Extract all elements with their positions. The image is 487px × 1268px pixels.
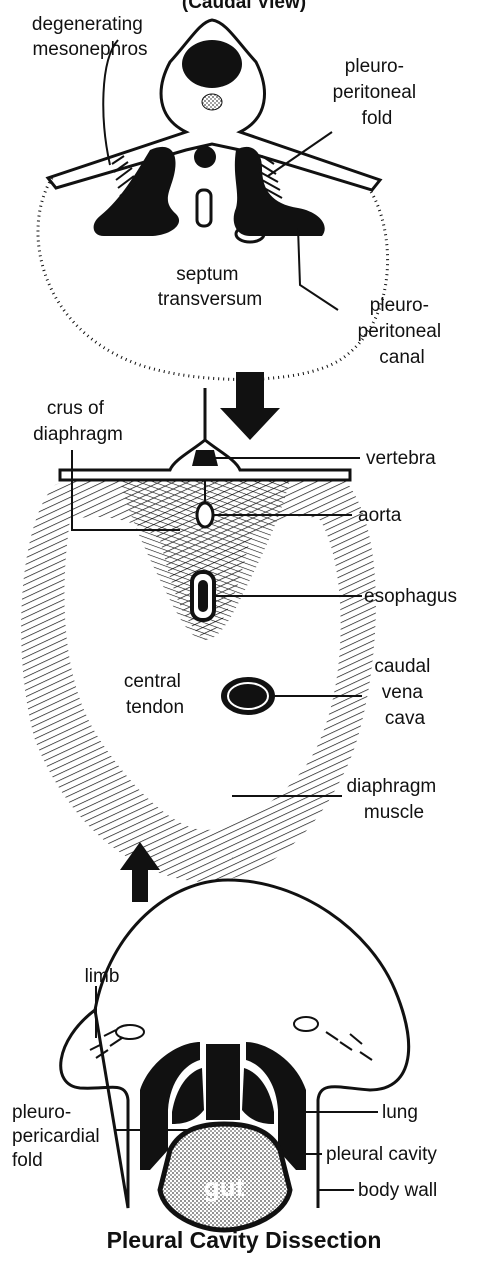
- top-aorta: [194, 146, 216, 168]
- label-caudal-vena-cava-line1: caudal: [374, 656, 430, 677]
- label-central-tendon-line1: central: [124, 671, 181, 692]
- label-crus-of-diaphragm-line2: diaphragm: [33, 424, 123, 445]
- label-lung: lung: [382, 1102, 418, 1123]
- middle-esophagus-lumen: [198, 580, 208, 612]
- label-caudal-vena-cava-line2: vena: [382, 682, 424, 703]
- bottom-right-limb-bud: [294, 1017, 372, 1060]
- label-esophagus: esophagus: [364, 586, 457, 607]
- label-degenerating-mesonephros-line1: degenerating: [32, 14, 143, 35]
- label-septum-transversum: septum transversum: [158, 264, 263, 310]
- label-pleuroperitoneal-fold-line2: peritoneal: [333, 82, 416, 103]
- label-pleural-cavity: pleural cavity: [326, 1144, 437, 1165]
- label-gut: gut: [204, 1172, 245, 1202]
- label-central-tendon-line2: tendon: [126, 697, 184, 718]
- header-partial: (Caudal View): [182, 0, 306, 13]
- middle-panel-section: crus of diaphragm vertebra aorta esophag…: [21, 388, 457, 882]
- top-spinal-cord: [202, 94, 222, 110]
- bottom-mediastinum: [206, 1044, 240, 1120]
- label-aorta: aorta: [358, 505, 402, 526]
- label-degenerating-mesonephros: degenerating mesonephros: [32, 14, 148, 60]
- label-body-wall: body wall: [358, 1180, 437, 1201]
- label-pleuroperitoneal-fold-line3: fold: [362, 108, 393, 129]
- label-pleuroperitoneal-fold: pleuro- peritoneal fold: [333, 56, 422, 129]
- arrow-down: [220, 372, 280, 440]
- label-crus-of-diaphragm-line1: crus of: [47, 398, 105, 419]
- bottom-panel-section: gut limb pleuro- pericardial fold lung p…: [12, 880, 437, 1230]
- label-pleuroperitoneal-canal-line2: peritoneal: [358, 321, 441, 342]
- leader-pleuroperitoneal-canal: [298, 228, 338, 310]
- label-vertebra: vertebra: [366, 448, 436, 469]
- label-diaphragm-muscle-line1: diaphragm: [346, 776, 436, 797]
- top-panel-section: degenerating mesonephros pleuro- periton…: [32, 14, 446, 379]
- label-pleuroperitoneal-canal: pleuro- peritoneal canal: [358, 295, 447, 368]
- label-pleuropericardial-fold-line2: pericardial: [12, 1126, 100, 1147]
- diagram-title: Pleural Cavity Dissection: [107, 1227, 382, 1253]
- top-right-pleuroperitoneal-fold: [234, 147, 325, 236]
- label-degenerating-mesonephros-line2: mesonephros: [32, 39, 147, 60]
- label-pleuropericardial-fold: pleuro- pericardial fold: [12, 1102, 105, 1171]
- top-vertebral-body: [182, 40, 242, 88]
- label-crus-of-diaphragm: crus of diaphragm: [33, 398, 123, 445]
- label-septum-transversum-line1: septum: [176, 264, 238, 285]
- top-esophagus: [197, 190, 211, 226]
- label-pleuroperitoneal-canal-line3: canal: [379, 347, 424, 368]
- label-central-tendon: central tendon: [124, 671, 186, 718]
- middle-aorta: [197, 503, 213, 527]
- label-limb: limb: [85, 966, 120, 987]
- label-caudal-vena-cava: caudal vena cava: [374, 656, 435, 729]
- label-diaphragm-muscle-line2: muscle: [364, 802, 424, 823]
- label-pleuropericardial-fold-line1: pleuro-: [12, 1102, 71, 1123]
- label-caudal-vena-cava-line3: cava: [385, 708, 426, 729]
- label-diaphragm-muscle: diaphragm muscle: [346, 776, 441, 823]
- label-septum-transversum-line2: transversum: [158, 289, 263, 310]
- top-left-pleuroperitoneal-fold: [94, 147, 179, 236]
- label-pleuropericardial-fold-line3: fold: [12, 1150, 43, 1171]
- label-pleuroperitoneal-canal-line1: pleuro-: [370, 295, 429, 316]
- label-pleuroperitoneal-fold-line1: pleuro-: [345, 56, 404, 77]
